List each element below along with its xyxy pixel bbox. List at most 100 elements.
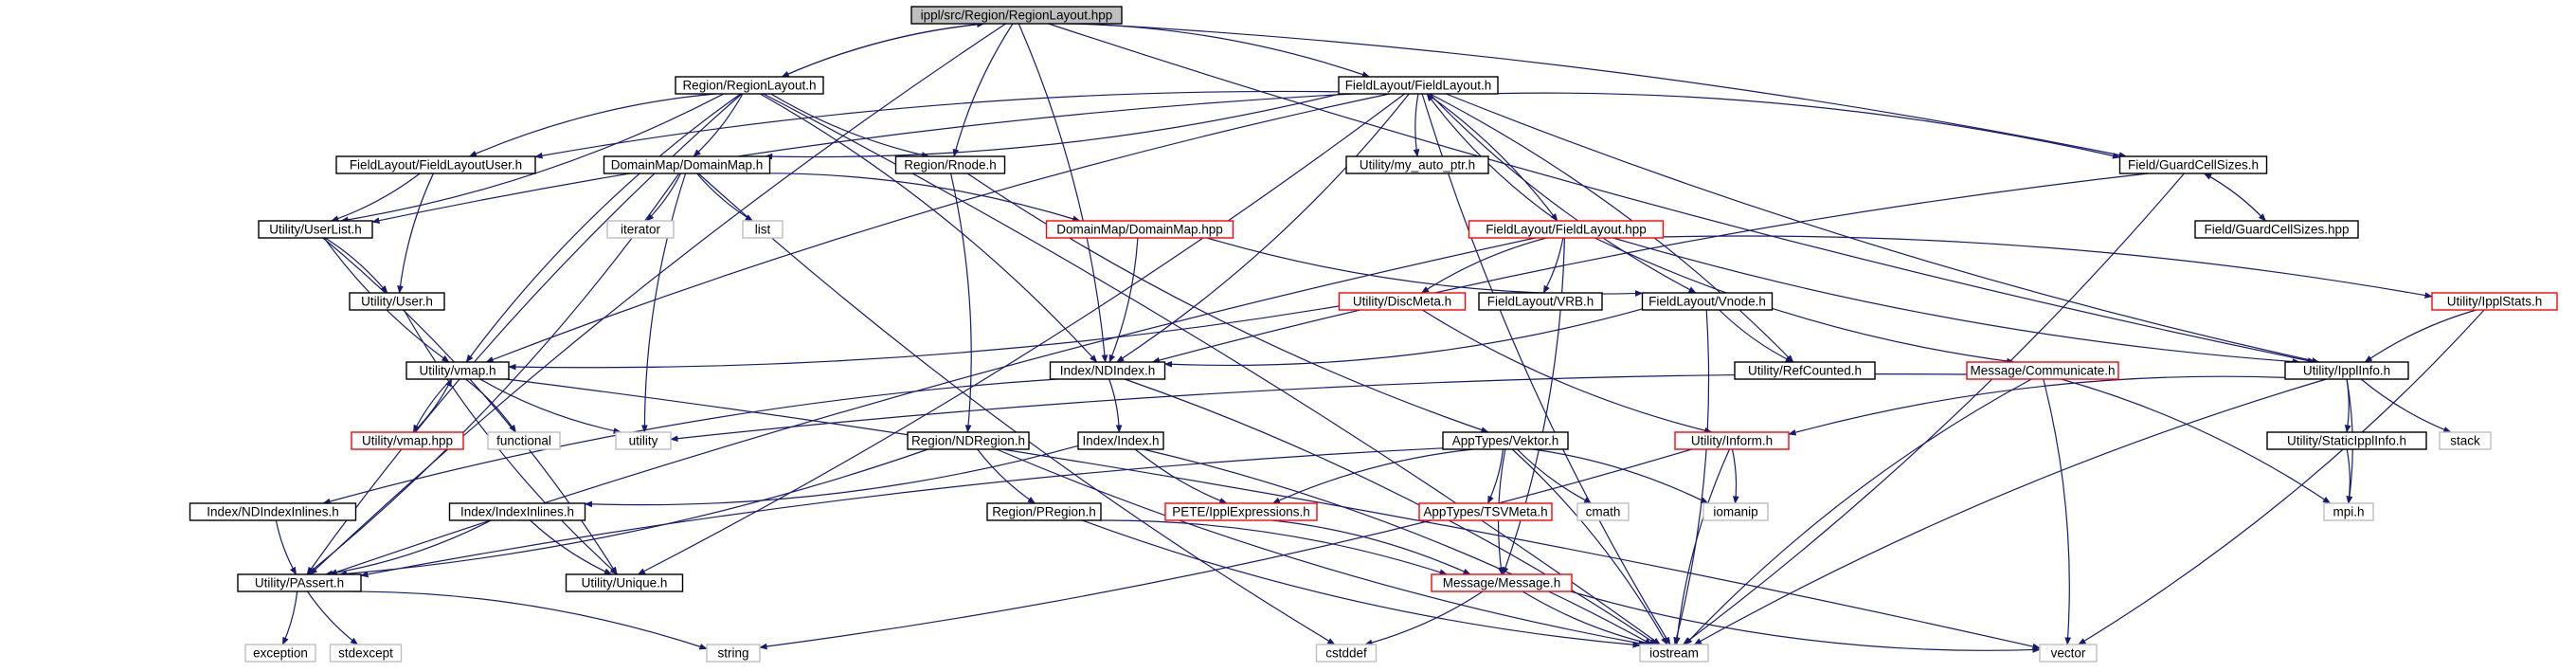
node-label-passert-h: Utility/PAssert.h <box>255 576 344 590</box>
edge-vektor_h-to-iostream <box>1511 448 1668 645</box>
node-box-ipplinfo-h <box>2284 361 2409 380</box>
edge-fieldlayout_h-to-ipplinfo_h <box>1446 93 2320 364</box>
edge-ipplexpressions_h-to-message_h <box>1271 519 1471 575</box>
edge-root-to-ndindex_h <box>1018 23 1108 363</box>
edge-inform_h-to-string <box>759 448 1692 650</box>
node-communicate-h[interactable]: Message/Communicate.h <box>1966 361 2119 380</box>
edge-regionlayout_h-to-fieldlayoutuser_h <box>468 93 716 157</box>
edge-fieldlayout_hpp-to-communicate_h <box>1594 237 2015 365</box>
node-refcounted-h[interactable]: Utility/RefCounted.h <box>1734 361 1876 380</box>
node-box-string <box>706 644 761 663</box>
node-vmap-hpp[interactable]: Utility/vmap.hpp <box>351 431 464 450</box>
node-label-fieldlayout-h: FieldLayout/FieldLayout.h <box>1345 79 1492 93</box>
edge-vmap_hpp-to-vmap_h <box>412 378 453 433</box>
node-passert-h[interactable]: Utility/PAssert.h <box>237 573 362 592</box>
node-domainmap-h[interactable]: DomainMap/DomainMap.h <box>603 155 771 174</box>
node-box-discmeta-h <box>1338 292 1467 311</box>
edge-vnode_h-to-refcounted_h <box>1719 309 1794 363</box>
node-regionlayout-h[interactable]: Region/RegionLayout.h <box>675 76 824 95</box>
edge-fieldlayout_h-to-refcounted_h <box>1429 93 1794 363</box>
node-fieldlayout-h[interactable]: FieldLayout/FieldLayout.h <box>1338 76 1499 95</box>
node-utility: utility <box>615 431 672 450</box>
edge-fieldlayout_hpp-to-discmeta_h <box>1420 237 1547 294</box>
node-guardcellsizes-h[interactable]: Field/GuardCellSizes.h <box>2118 155 2268 174</box>
node-box-cstddef <box>1315 644 1378 663</box>
edge-ndindex_h-to-index_h <box>1108 378 1123 433</box>
node-label-iomanip: iomanip <box>1713 505 1757 519</box>
node-unique-h[interactable]: Utility/Unique.h <box>565 573 684 592</box>
node-indexinlines-h[interactable]: Index/IndexInlines.h <box>448 502 586 521</box>
node-label-vrb-h: FieldLayout/VRB.h <box>1487 295 1594 309</box>
node-index-h[interactable]: Index/Index.h <box>1077 431 1164 450</box>
node-label-iostream: iostream <box>1649 646 1699 661</box>
node-box-vnode-h <box>1641 292 1774 311</box>
node-label-vmap-h: Utility/vmap.h <box>419 364 495 378</box>
edge-fieldlayout_h-to-fieldlayout_hpp <box>1426 93 1558 222</box>
edge-ndindex_h-to-iostream <box>1124 378 1658 645</box>
node-label-index-h: Index/Index.h <box>1082 434 1159 448</box>
node-ipplstats-h[interactable]: Utility/IpplStats.h <box>2431 292 2558 311</box>
node-my-auto-ptr-h[interactable]: Utility/my_auto_ptr.h <box>1345 155 1489 174</box>
edge-guardcellsizes_h-to-ndindex_h <box>1151 173 2149 364</box>
node-pregion-h[interactable]: Region/PRegion.h <box>986 502 1102 521</box>
node-label-inform-h: Utility/Inform.h <box>1691 434 1773 448</box>
edge-index_h-to-iostream <box>1143 448 1653 645</box>
node-label-unique-h: Utility/Unique.h <box>582 576 668 590</box>
edge-discmeta_h-to-vmap_h <box>508 305 1340 371</box>
node-box-guardcellsizes-hpp <box>2194 220 2359 239</box>
node-guardcellsizes-hpp[interactable]: Field/GuardCellSizes.hpp <box>2194 220 2359 239</box>
node-ndregion-h[interactable]: Region/NDRegion.h <box>907 431 1030 450</box>
edge-passert_h-to-string <box>351 590 708 650</box>
node-inform-h[interactable]: Utility/Inform.h <box>1674 431 1790 450</box>
node-userlist-h[interactable]: Utility/UserList.h <box>258 220 373 239</box>
edge-ipplinfo_h-to-iostream <box>1693 378 2327 645</box>
node-box-staticipplinfo-h <box>2266 431 2427 450</box>
node-box-user-h <box>349 292 445 311</box>
node-discmeta-h[interactable]: Utility/DiscMeta.h <box>1338 292 1467 311</box>
node-label-ndindex-h: Index/NDIndex.h <box>1060 364 1156 378</box>
node-box-utility <box>615 431 672 450</box>
node-tsvmeta-h[interactable]: AppTypes/TSVMeta.h <box>1418 502 1553 521</box>
node-domainmap-hpp[interactable]: DomainMap/DomainMap.hpp <box>1045 220 1234 239</box>
node-label-mpi-h: mpi.h <box>2333 505 2364 519</box>
edge-regionlayout_h-to-ndindex_h <box>760 93 1098 363</box>
node-label-vmap-hpp: Utility/vmap.hpp <box>362 434 453 448</box>
node-vektor-h[interactable]: AppTypes/Vektor.h <box>1442 431 1569 450</box>
node-rnode-h[interactable]: Region/Rnode.h <box>894 155 1006 174</box>
node-ndindex-h[interactable]: Index/NDIndex.h <box>1049 361 1166 380</box>
node-user-h[interactable]: Utility/User.h <box>349 292 445 311</box>
node-list: list <box>742 220 784 239</box>
node-ndindexinlines-h[interactable]: Index/NDIndexInlines.h <box>189 502 357 521</box>
node-label-iterator: iterator <box>621 223 661 237</box>
edge-discmeta_h-to-inform_h <box>1421 309 1713 434</box>
edge-ndregion_h-to-iostream <box>996 448 1647 646</box>
node-box-cmath <box>1576 502 1630 521</box>
edge-fieldlayout_h-to-iostream <box>1421 93 1671 645</box>
node-label-ipplstats-h: Utility/IpplStats.h <box>2447 295 2543 309</box>
node-ipplinfo-h[interactable]: Utility/IpplInfo.h <box>2284 361 2409 380</box>
node-box-regionlayout-h <box>675 76 824 95</box>
edge-rnode_h-to-vektor_h <box>966 173 1489 433</box>
edge-fieldlayout_h-to-fieldlayoutuser_h <box>534 90 1340 159</box>
node-iterator: iterator <box>606 220 675 239</box>
edge-vmap_h-to-vector <box>506 378 2041 650</box>
node-message-h[interactable]: Message/Message.h <box>1431 573 1573 592</box>
node-vnode-h[interactable]: FieldLayout/Vnode.h <box>1641 292 1774 311</box>
node-vrb-h[interactable]: FieldLayout/VRB.h <box>1478 292 1603 311</box>
node-ipplexpressions-h[interactable]: PETE/IpplExpressions.h <box>1164 502 1318 521</box>
node-fieldlayout-hpp[interactable]: FieldLayout/FieldLayout.hpp <box>1468 220 1665 239</box>
node-staticipplinfo-h[interactable]: Utility/StaticIpplInfo.h <box>2266 431 2427 450</box>
node-label-ipplexpressions-h: PETE/IpplExpressions.h <box>1172 505 1310 519</box>
node-root[interactable]: ippl/src/Region/RegionLayout.hpp <box>910 6 1123 25</box>
node-box-stdexcept <box>329 644 403 663</box>
node-vmap-h[interactable]: Utility/vmap.h <box>405 361 510 380</box>
edge-vektor_h-to-iomanip <box>1533 448 1709 504</box>
edge-root-to-regionlayout_h <box>781 23 984 78</box>
edge-ndindex_h-to-ndindexinlines_h <box>322 378 1057 505</box>
edges-layer <box>275 21 2485 653</box>
node-box-ipplstats-h <box>2431 292 2558 311</box>
edge-userlist_h-to-user_h <box>324 237 388 294</box>
node-label-communicate-h: Message/Communicate.h <box>1970 364 2115 378</box>
node-fieldlayoutuser-h[interactable]: FieldLayout/FieldLayoutUser.h <box>335 155 536 174</box>
node-label-user-h: Utility/User.h <box>361 295 433 309</box>
